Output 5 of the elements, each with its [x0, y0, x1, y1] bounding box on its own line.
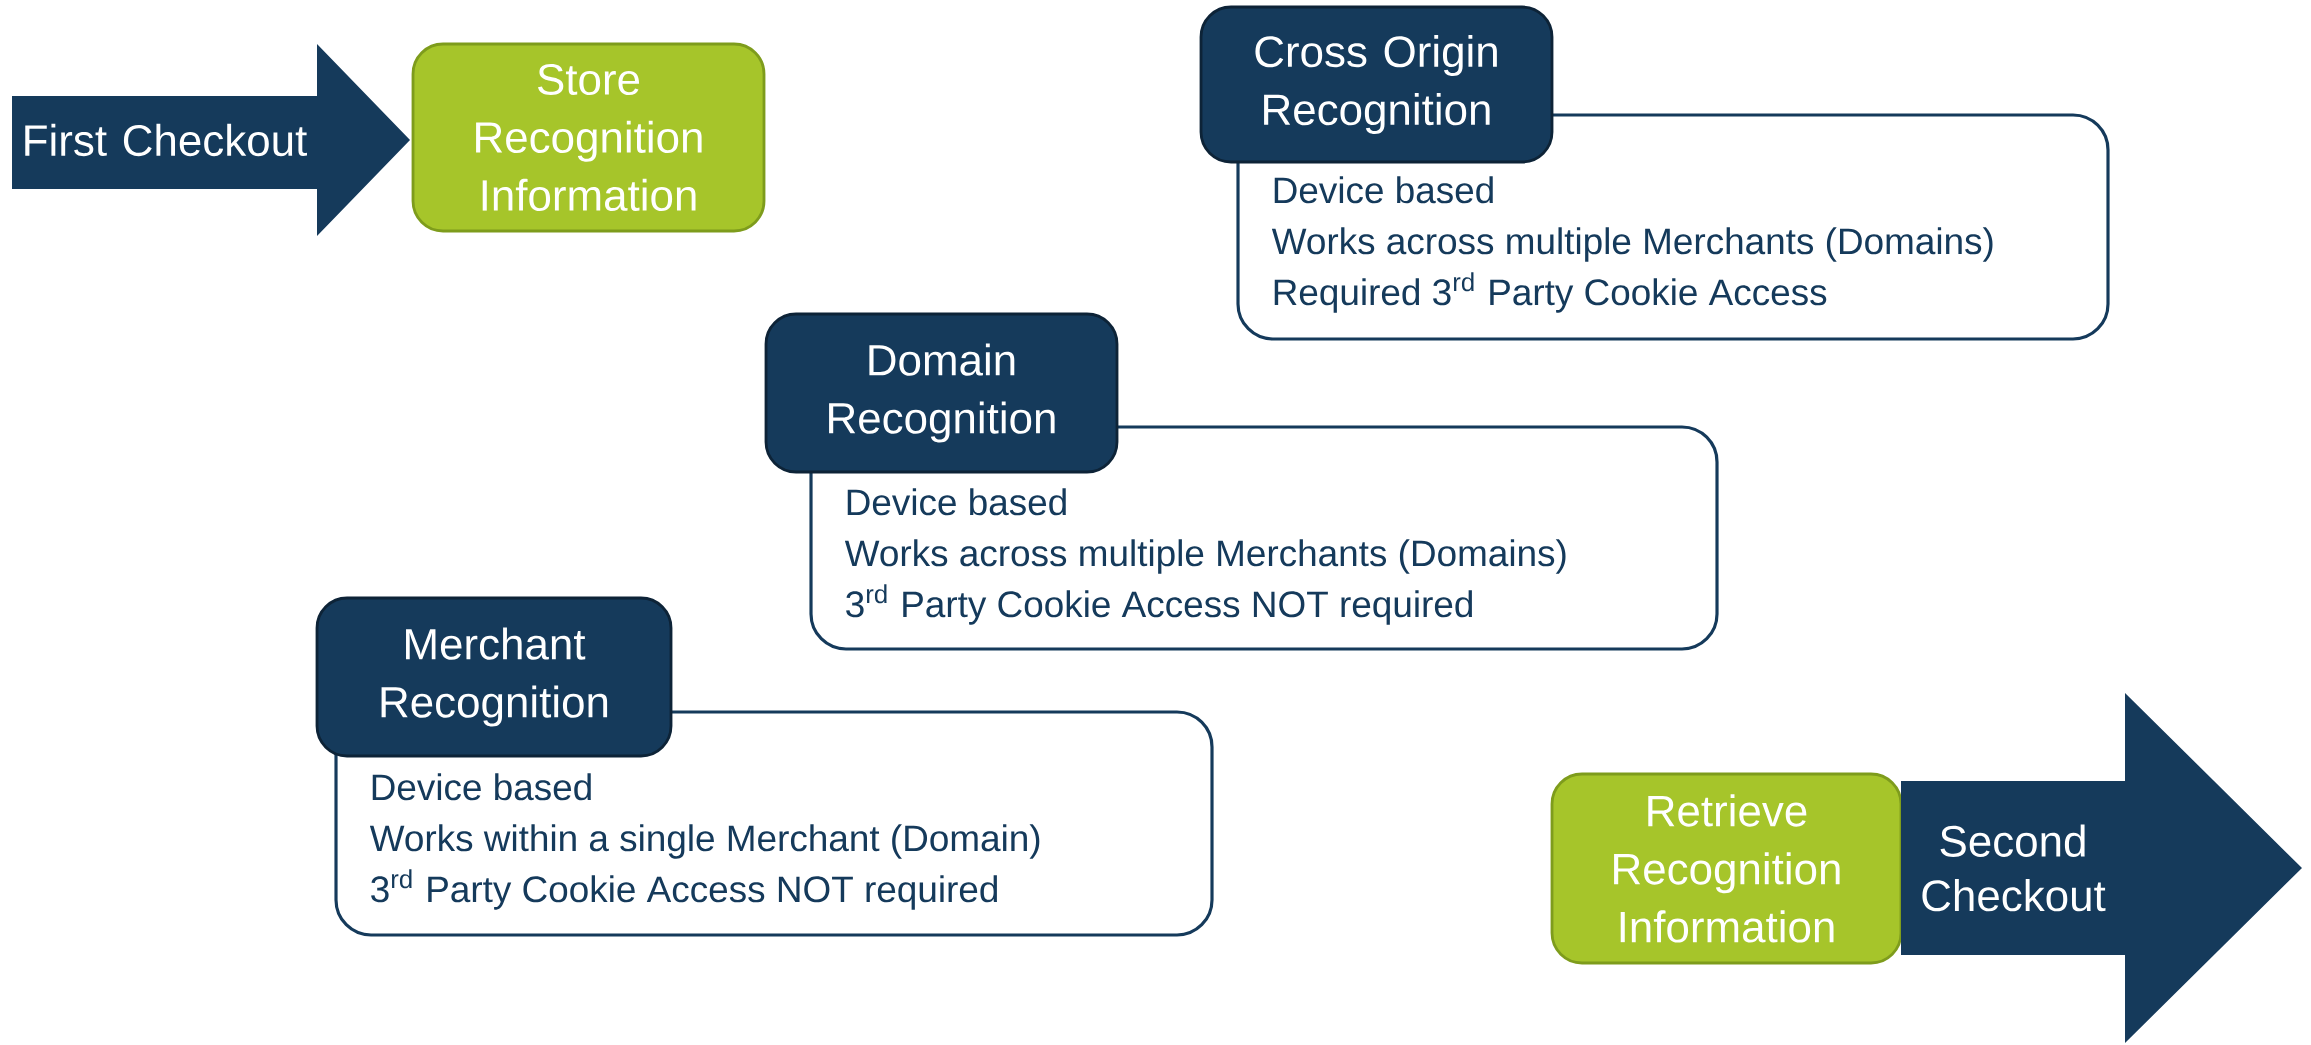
heading-box: Merchant Recognition [315, 596, 673, 758]
heading-box: Cross Origin Recognition [1199, 5, 1554, 164]
process-box: Store Recognition Information [411, 42, 766, 233]
process-box: Retrieve Recognition Information [1550, 772, 1903, 965]
heading-box: Domain Recognition [764, 312, 1119, 474]
